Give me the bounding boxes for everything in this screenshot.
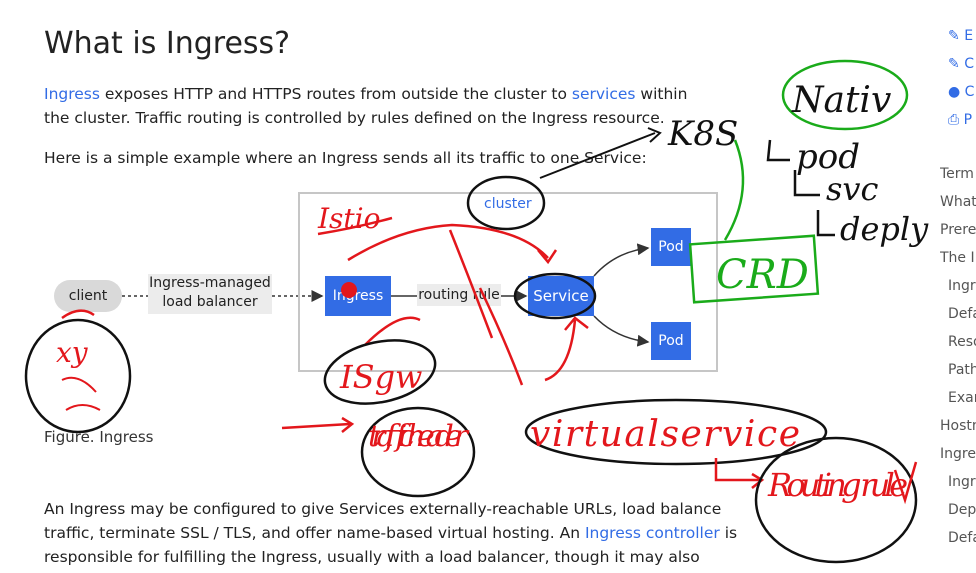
cluster-label: cluster <box>484 196 532 212</box>
service-pod2-link <box>593 315 650 347</box>
load-balancer-node: Ingress-managed load balancer <box>148 274 272 314</box>
page-actions: ✎ E ✎ C ● C ⎙ P <box>948 28 976 140</box>
intro-text-2: within the cluster. Traffic routing is c… <box>44 85 688 127</box>
toc-item[interactable]: Defa <box>948 306 976 322</box>
toc-item[interactable]: Defa <box>948 530 976 546</box>
edit-icon[interactable]: ✎ E <box>948 28 974 44</box>
svc-note: svc <box>826 170 879 208</box>
print-icon[interactable]: ⎙ P <box>948 112 973 128</box>
traffic-header-circle <box>360 406 476 498</box>
pod-node-2: Pod <box>651 322 691 360</box>
native-circle <box>781 59 909 131</box>
body-text-1: An Ingress may be configured to give Ser… <box>44 500 722 542</box>
intro-paragraph: Ingress exposes HTTP and HTTPS routes fr… <box>44 82 704 130</box>
toc-item[interactable]: Prere <box>940 222 976 238</box>
body-paragraph: An Ingress may be configured to give Ser… <box>44 497 744 569</box>
intro-text-1: exposes HTTP and HTTPS routes from outsi… <box>99 85 572 103</box>
lb-line2: load balancer <box>162 294 258 310</box>
body-text-2: is responsible for fulfilling the Ingres… <box>44 524 738 566</box>
toc-item[interactable]: Hostn <box>940 418 976 434</box>
page-title: What is Ingress? <box>44 26 291 61</box>
service-node: Service <box>528 276 594 316</box>
virtualservice-note: virtualservice <box>530 414 800 455</box>
ingress-link[interactable]: Ingress <box>44 85 100 103</box>
create-issue-icon[interactable]: ✎ C <box>948 56 974 72</box>
toc-item[interactable]: Ingre <box>940 446 976 462</box>
toc-item[interactable]: Path <box>948 362 976 378</box>
client-node: client <box>54 280 122 312</box>
toc-item[interactable]: The I <box>940 250 975 266</box>
pod-note: pod <box>796 137 860 177</box>
deploy-note: deply <box>840 210 929 248</box>
table-of-contents: Term What Prere The I Ingr Defa Reso Pat… <box>940 160 976 552</box>
toc-item[interactable]: Reso <box>948 334 976 350</box>
native-note: Nativ <box>791 80 891 121</box>
routing-rule-label: routing rule <box>417 284 501 306</box>
ingress-diagram: cluster client Ingress-managed load bala… <box>0 180 740 420</box>
toc-item[interactable]: Ingr <box>948 474 976 490</box>
services-link[interactable]: services <box>571 85 636 103</box>
pod-node-1: Pod <box>651 228 691 266</box>
example-text: Here is a simple example where an Ingres… <box>44 149 647 167</box>
toc-item[interactable]: Exar <box>948 390 976 406</box>
lb-line1: Ingress-managed <box>149 275 271 291</box>
ingress-controller-link[interactable]: Ingress controller <box>584 524 720 542</box>
toc-item[interactable]: What <box>940 194 976 210</box>
toc-item[interactable]: Dep <box>948 502 976 518</box>
routing-rule-note: Routing rule <box>767 466 908 504</box>
service-pod1-link <box>593 243 650 277</box>
github-icon[interactable]: ● C <box>948 84 975 100</box>
traffic-header-note: traffic header <box>368 419 470 454</box>
figure-caption: Figure. Ingress <box>44 428 154 446</box>
toc-item[interactable]: Term <box>940 166 974 182</box>
toc-item[interactable]: Ingr <box>948 278 976 294</box>
routing-rule-circle <box>754 436 918 564</box>
ingress-node: Ingress <box>325 276 391 316</box>
